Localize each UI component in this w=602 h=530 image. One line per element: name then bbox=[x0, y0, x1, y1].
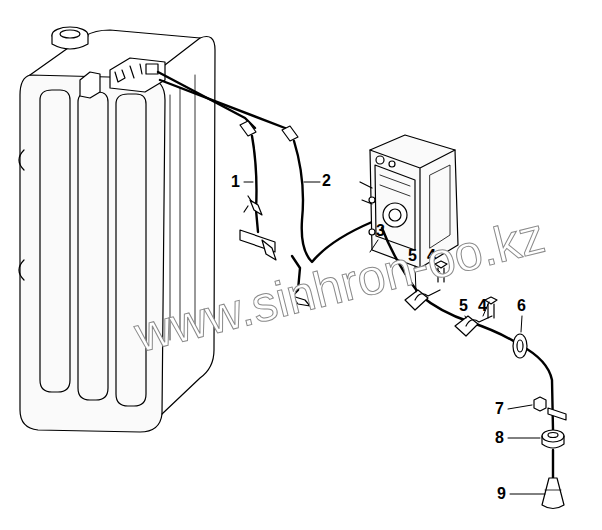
callout-number: 9 bbox=[497, 486, 506, 502]
callout-number: 8 bbox=[495, 430, 504, 446]
seal-ring bbox=[542, 430, 564, 448]
callout-number: 1 bbox=[231, 174, 240, 190]
callout-number: 7 bbox=[495, 401, 504, 417]
callout-number: 3 bbox=[376, 223, 385, 239]
callout-number: 2 bbox=[322, 173, 331, 189]
grommet bbox=[513, 334, 527, 358]
sensor bbox=[542, 450, 564, 509]
cable-clip bbox=[405, 290, 492, 336]
callout-number: 4 bbox=[478, 298, 487, 314]
callout-number: 5 bbox=[459, 298, 468, 314]
callout-number: 6 bbox=[517, 298, 526, 314]
watermark: www.sinhron-oo.kz bbox=[130, 210, 549, 360]
nut bbox=[534, 397, 566, 420]
